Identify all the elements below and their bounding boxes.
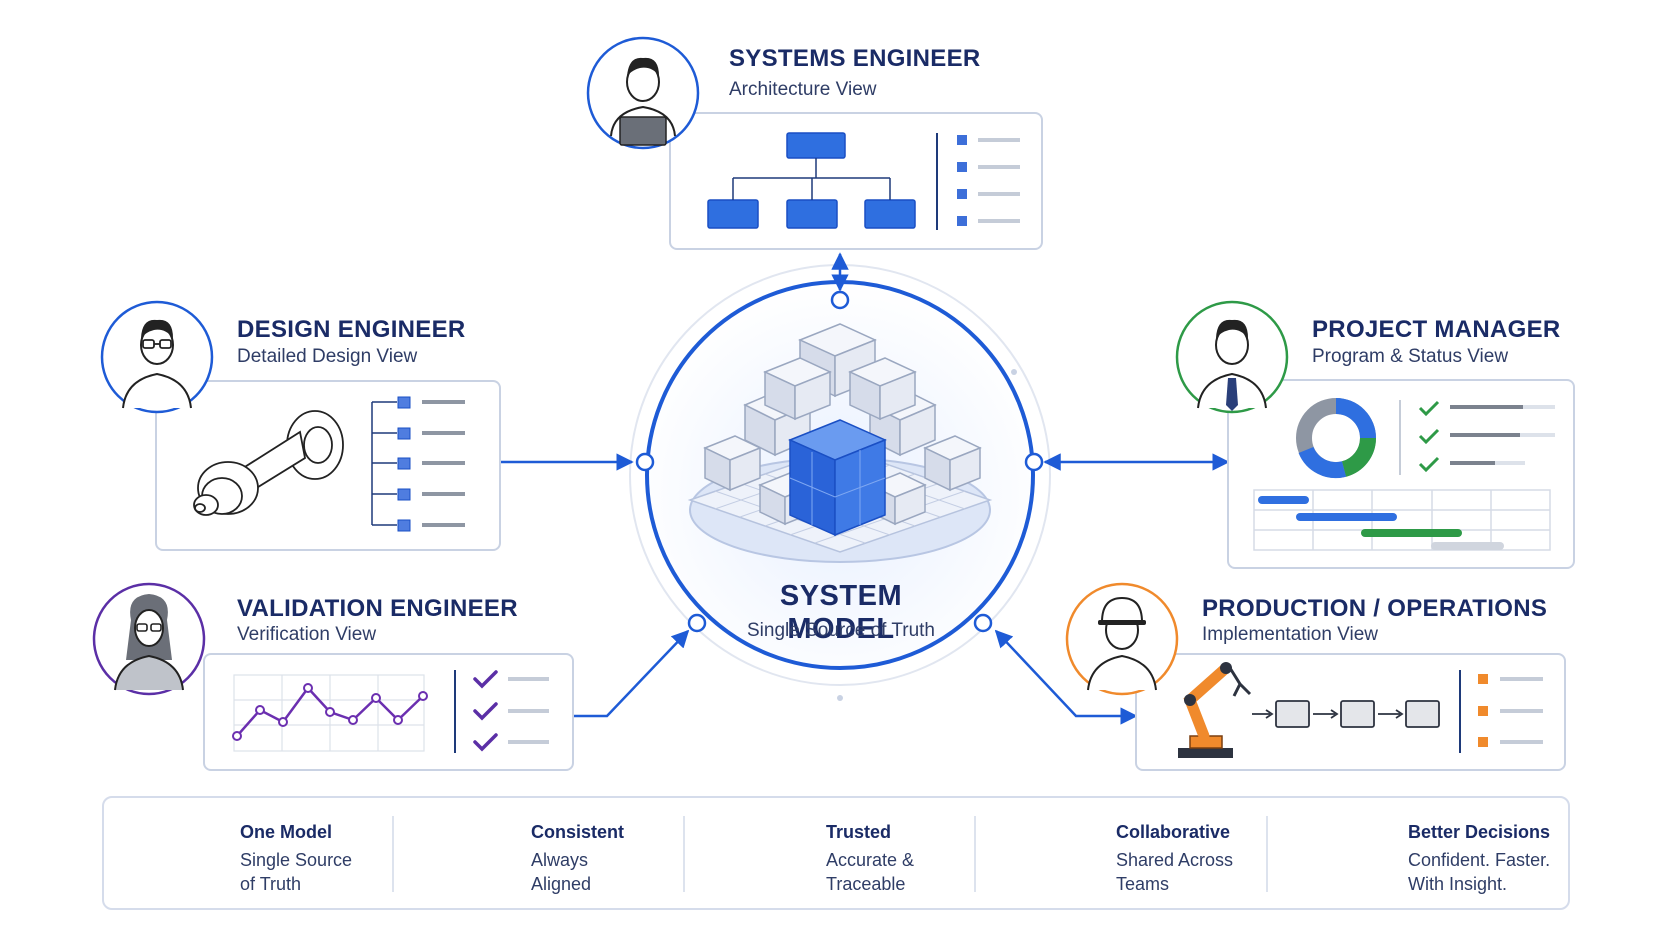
benefit-line: With Insight. — [1408, 874, 1508, 894]
benefit-line: Confident. Faster. — [1408, 850, 1551, 870]
benefit-line: Accurate & — [826, 850, 915, 870]
suit-user-avatar — [1175, 300, 1289, 414]
verification-view-panel — [203, 653, 574, 771]
project-manager-subtitle: Program & Status View — [1312, 346, 1509, 367]
hardhat-user-avatar — [1065, 582, 1179, 696]
benefit-trusted: Trusted Accurate & Traceable — [690, 798, 982, 908]
benefits-bar: One Model Single Source of Truth Consist… — [102, 796, 1570, 910]
benefit-divider — [683, 816, 685, 892]
cube-cluster-graphic — [687, 323, 993, 563]
architecture-view-panel — [669, 112, 1043, 250]
benefit-divider — [392, 816, 394, 892]
donut-chart — [1296, 398, 1376, 479]
benefit-divider — [974, 816, 976, 892]
production-operations-subtitle: Implementation View — [1202, 624, 1379, 645]
benefit-title: Consistent — [531, 822, 625, 842]
design-engineer-subtitle: Detailed Design View — [237, 346, 418, 367]
benefit-line: Single Source — [240, 850, 353, 870]
systems-engineer-title: SYSTEMS ENGINEER — [729, 45, 981, 72]
project-manager-title: PROJECT MANAGER — [1312, 316, 1561, 343]
program-status-view-panel — [1227, 379, 1575, 569]
benefit-line: Aligned — [531, 874, 592, 894]
blue-core-cubes — [788, 419, 887, 537]
benefit-better-decisions: Better Decisions Confident. Faster. With… — [1272, 798, 1564, 908]
mechanical-part-drawing — [193, 410, 344, 516]
benefit-line: Always — [531, 850, 589, 870]
validation-engineer-title: VALIDATION ENGINEER — [237, 595, 518, 622]
systems-engineer-subtitle: Architecture View — [729, 79, 877, 100]
benefit-title: One Model — [240, 822, 333, 842]
connector-nodes — [635, 290, 1044, 633]
implementation-view-panel — [1135, 653, 1566, 771]
gantt-grid — [1253, 489, 1551, 551]
benefit-title: Trusted — [826, 822, 892, 842]
connectors — [500, 252, 1230, 725]
female-user-avatar — [92, 582, 206, 696]
gray-cubes — [703, 323, 982, 526]
benefit-line: Shared Across — [1116, 850, 1234, 870]
benefit-one-model: One Model Single Source of Truth — [104, 798, 396, 908]
detailed-design-view-panel — [155, 380, 501, 551]
laptop-user-avatar — [586, 36, 700, 150]
benefit-line: Teams — [1116, 874, 1170, 894]
benefit-divider — [1266, 816, 1268, 892]
benefit-line: of Truth — [240, 874, 302, 894]
validation-engineer-subtitle: Verification View — [237, 624, 377, 645]
benefit-collaborative: Collaborative Shared Across Teams — [980, 798, 1272, 908]
robot-arm-graphic — [1178, 662, 1252, 758]
system-model-subtitle: Single Source of Truth — [747, 620, 935, 641]
benefit-title: Collaborative — [1116, 822, 1231, 842]
glasses-user-avatar — [100, 300, 214, 414]
production-operations-title: PRODUCTION / OPERATIONS — [1202, 595, 1548, 622]
benefit-title: Better Decisions — [1408, 822, 1551, 842]
benefit-consistent: Consistent Always Aligned — [395, 798, 687, 908]
benefit-line: Traceable — [826, 874, 906, 894]
system-model-title: SYSTEM MODEL — [779, 580, 903, 645]
design-engineer-title: DESIGN ENGINEER — [237, 316, 466, 343]
